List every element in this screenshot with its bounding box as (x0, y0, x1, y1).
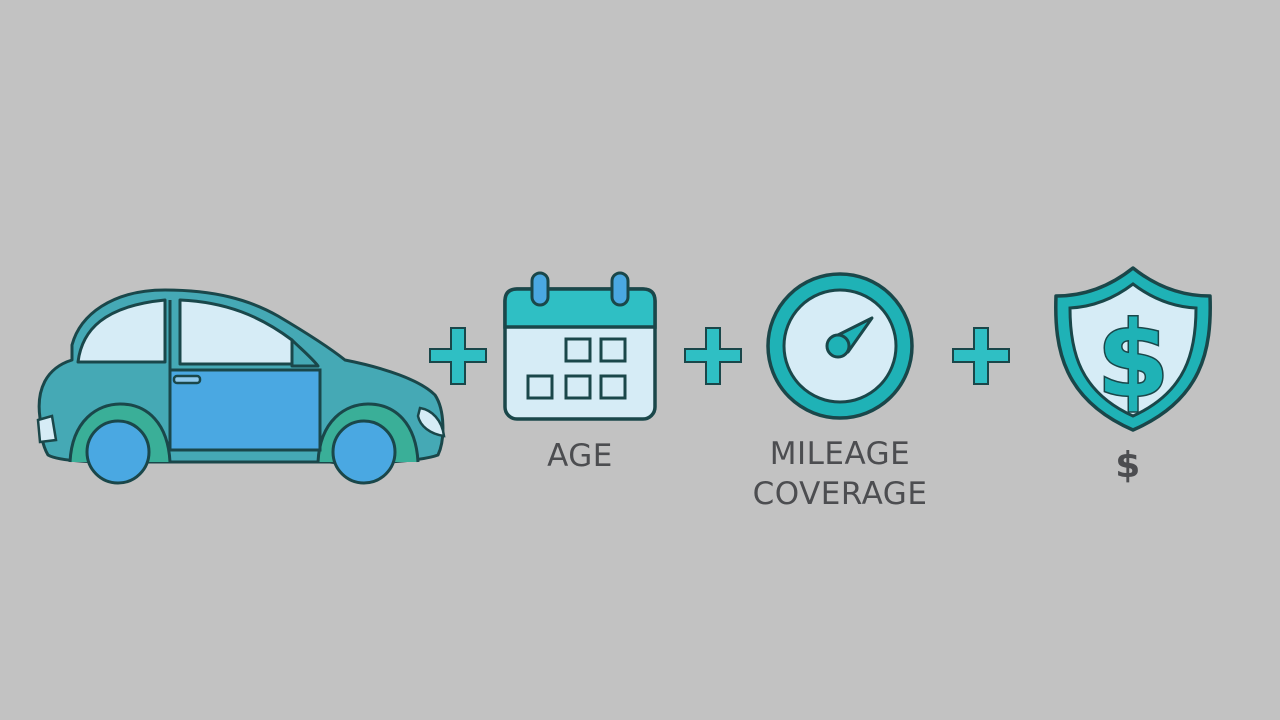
svg-text:$: $ (1097, 299, 1169, 421)
mileage-coverage-label: MILEAGE COVERAGE (720, 434, 960, 514)
cost-label: $ (1083, 446, 1173, 486)
shield-dollar-icon: $ (1054, 266, 1212, 432)
calendar-icon (503, 271, 657, 421)
cost-label-text: $ (1115, 445, 1141, 486)
age-label: AGE (505, 436, 655, 476)
age-label-text: AGE (547, 438, 613, 474)
plus-icon (429, 327, 487, 385)
coverage-label-line: COVERAGE (752, 476, 928, 512)
car-icon (36, 288, 446, 485)
speedometer-icon (766, 272, 914, 420)
plus-icon (684, 327, 742, 385)
mileage-label-line: MILEAGE (769, 436, 911, 472)
plus-icon (952, 327, 1010, 385)
